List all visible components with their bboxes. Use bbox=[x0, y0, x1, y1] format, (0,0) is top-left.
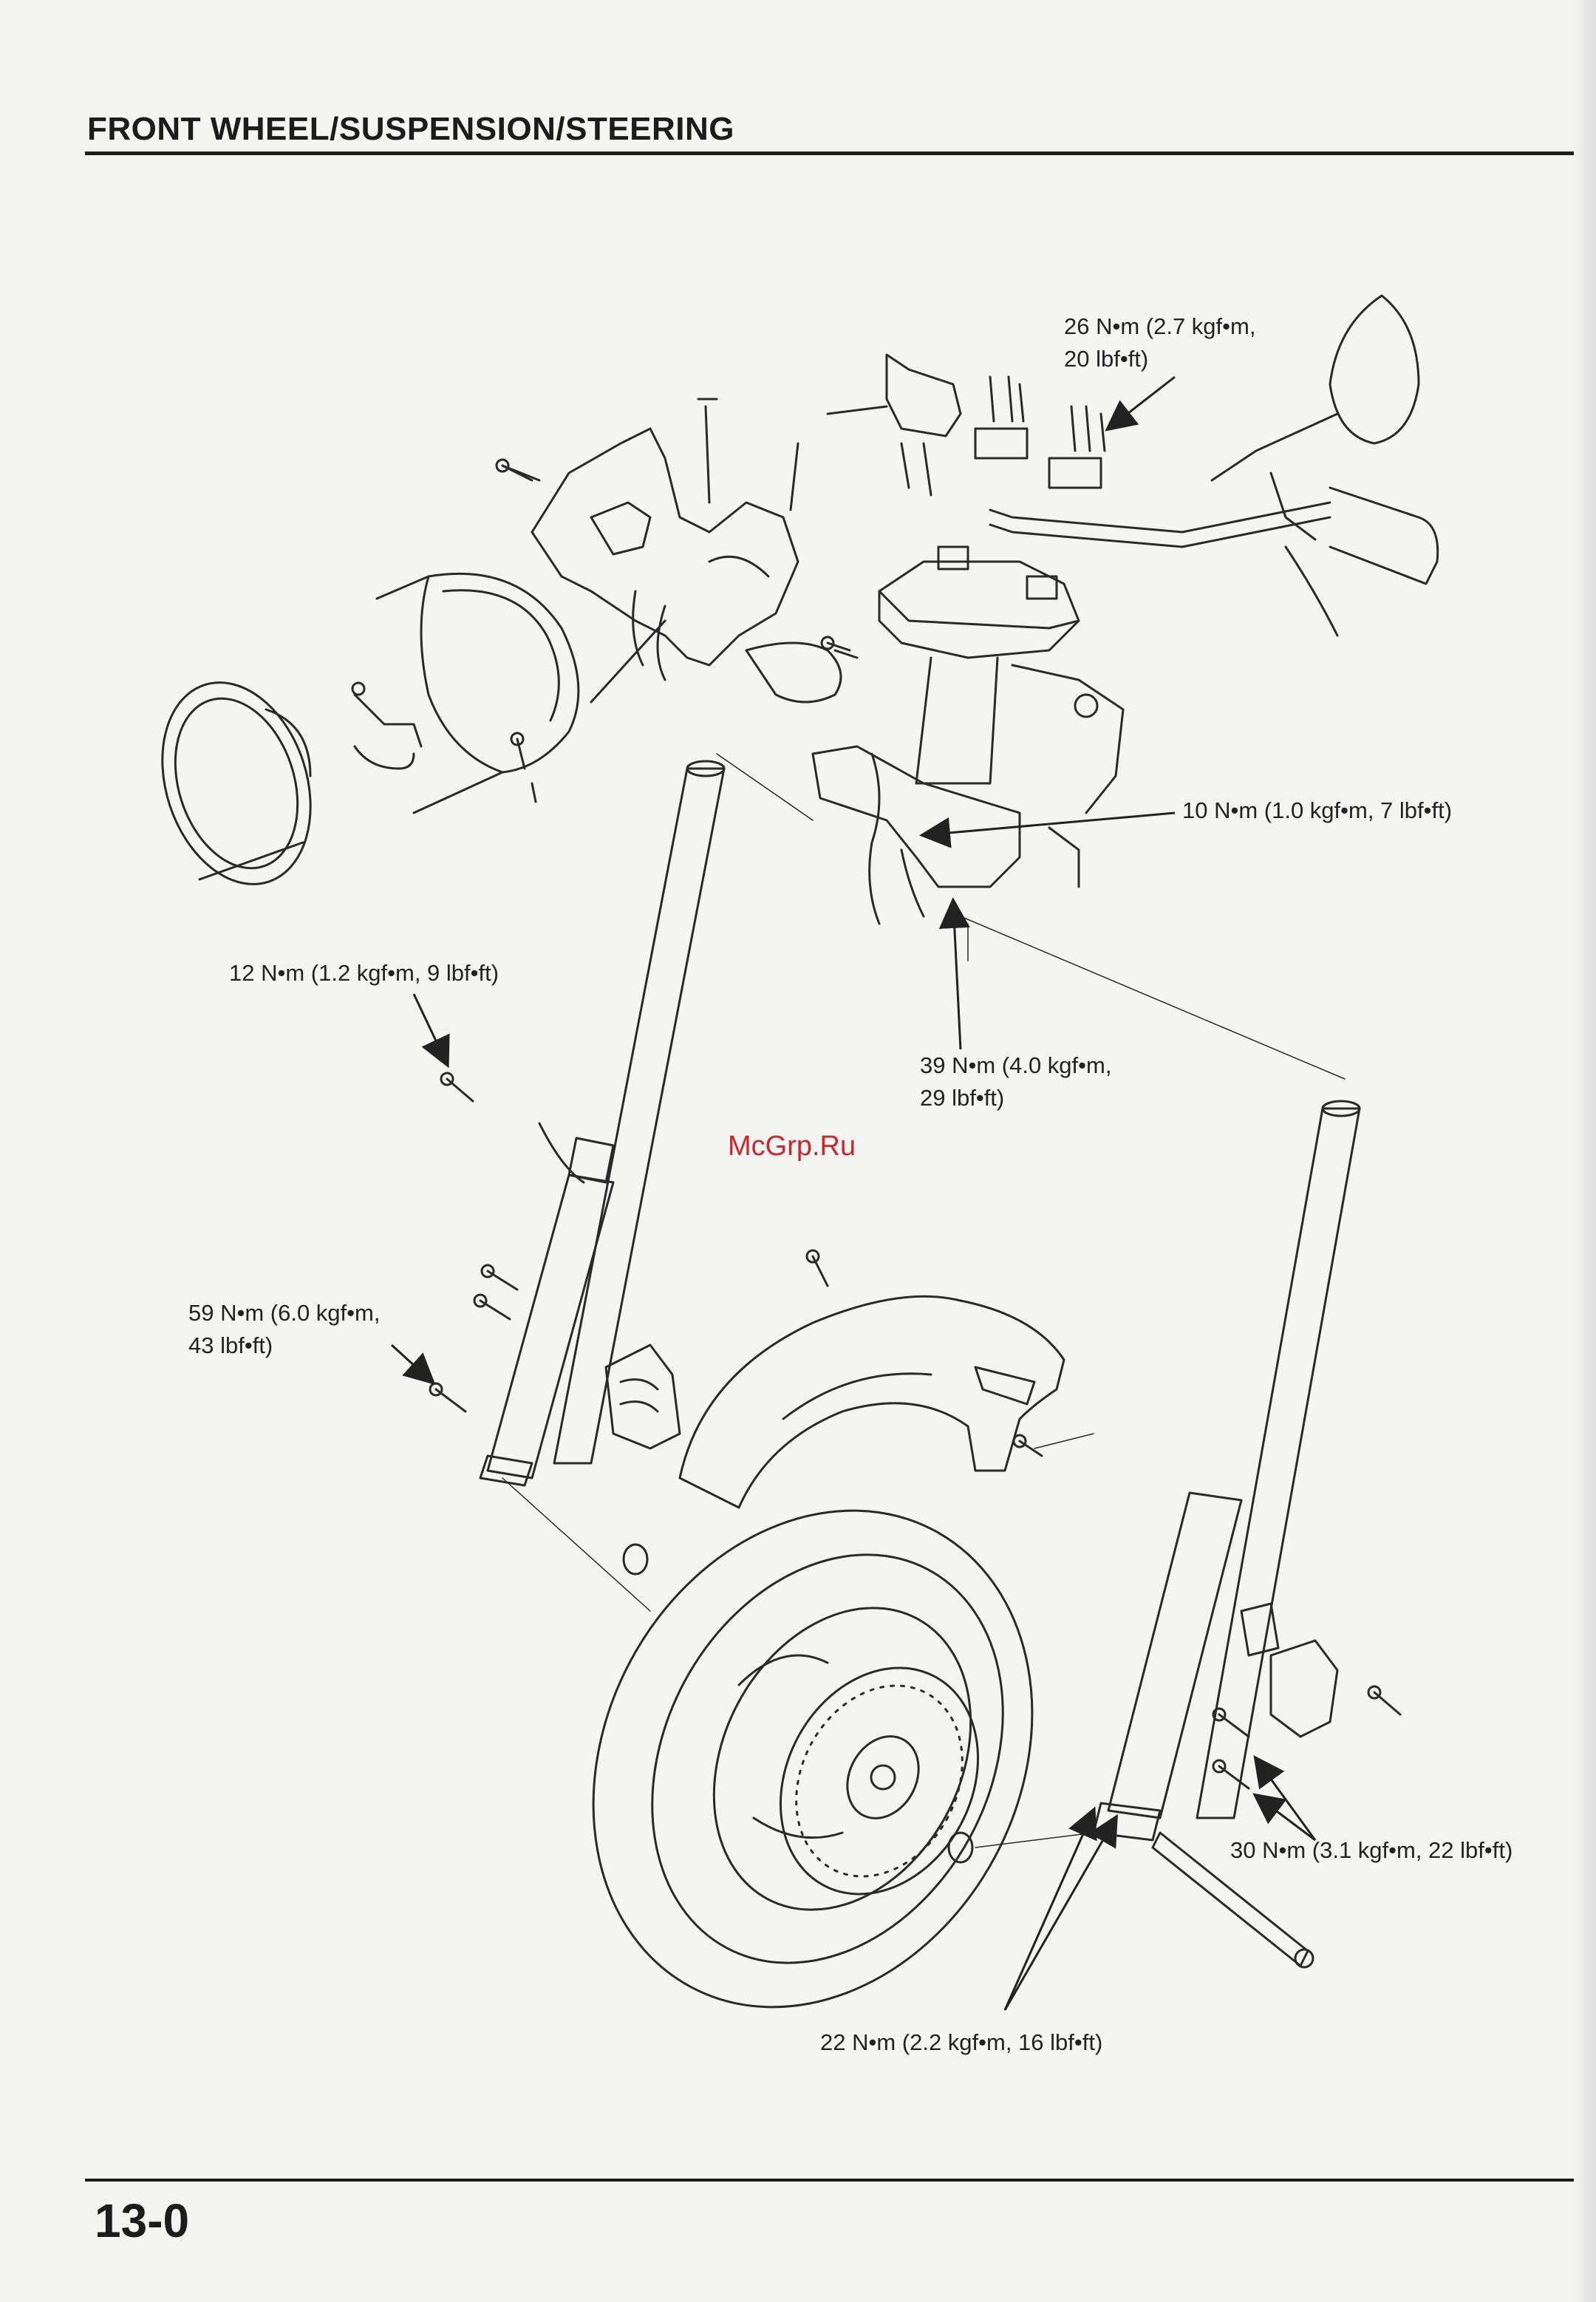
leader-caliper-mount-1 bbox=[1256, 1759, 1315, 1840]
torque-label-axle-pinch: 22 N•m (2.2 kgf•m, 16 lbf•ft) bbox=[820, 2026, 1102, 2059]
leader-brake-hose-clamp bbox=[414, 994, 447, 1064]
left-fork-tube bbox=[539, 761, 724, 1463]
headlight-case bbox=[377, 573, 665, 813]
leader-bottom-bridge-pinch bbox=[953, 902, 961, 1049]
leader-handlebar-holder bbox=[1108, 377, 1175, 429]
leader-axle-pinch-1 bbox=[1005, 1811, 1094, 2010]
page-edge-shadow bbox=[1574, 0, 1596, 2302]
right-fork-tube bbox=[1197, 1101, 1360, 1818]
headlight-lens bbox=[137, 663, 335, 903]
watermark: McGrp.Ru bbox=[728, 1131, 856, 1162]
front-wheel bbox=[508, 1434, 1116, 2085]
torque-label-axle-bolt: 59 N•m (6.0 kgf•m, 43 lbf•ft) bbox=[188, 1297, 380, 1362]
assembly-guide-lines bbox=[502, 754, 1345, 1848]
fork-top-bridge bbox=[879, 547, 1079, 658]
page-number: 13-0 bbox=[95, 2193, 189, 2248]
right-brake-caliper bbox=[1241, 1604, 1337, 1737]
handlebar-upper-holders bbox=[975, 377, 1105, 488]
brake-disc bbox=[743, 1633, 1017, 1929]
leader-caliper-mount-2 bbox=[1256, 1796, 1315, 1840]
left-fork-slider bbox=[480, 1175, 613, 1485]
leader-axle-bolt bbox=[392, 1345, 432, 1382]
bolts bbox=[430, 460, 1400, 1788]
torque-label-bottom-bridge-pinch: 39 N•m (4.0 kgf•m, 29 lbf•ft) bbox=[920, 1049, 1111, 1114]
torque-label-handlebar-holder: 26 N•m (2.7 kgf•m, 20 lbf•ft) bbox=[1064, 310, 1255, 375]
torque-label-brake-hose-clamp: 12 N•m (1.2 kgf•m, 9 lbf•ft) bbox=[229, 957, 499, 990]
leader-axle-pinch-2 bbox=[1005, 1818, 1116, 2010]
headlight-bracket bbox=[352, 683, 536, 802]
right-fork-slider bbox=[1094, 1493, 1241, 1840]
footer-rule bbox=[85, 2179, 1596, 2182]
steering-stem bbox=[813, 658, 1123, 924]
front-fender bbox=[680, 1296, 1064, 1508]
torque-label-top-bridge-pinch: 10 N•m (1.0 kgf•m, 7 lbf•ft) bbox=[1182, 794, 1452, 827]
leader-top-bridge-pinch bbox=[924, 813, 1175, 835]
torque-label-caliper-mount: 30 N•m (3.1 kgf•m, 22 lbf•ft) bbox=[1230, 1834, 1513, 1867]
left-brake-caliper bbox=[606, 1345, 680, 1448]
